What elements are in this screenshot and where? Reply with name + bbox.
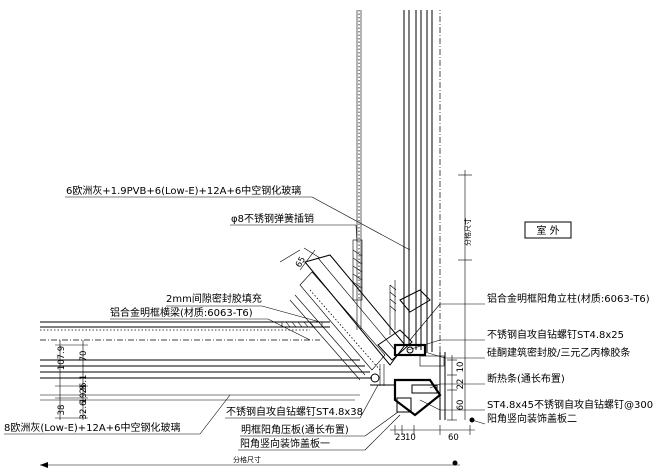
dim-10-horizontal: 10: [405, 433, 416, 443]
vertical-glass-panel: [356, 10, 433, 352]
dimension-values: 65 70 107.9 26.1 19.8 38 32.6 10 22 60 2…: [57, 255, 466, 443]
room-label: 室 外: [536, 224, 559, 237]
screw-details: [281, 321, 385, 386]
annotations: 6欧洲灰+1.9PVB+6(Low-E)+12A+6中空钢化玻璃 φ8不锈钢弹簧…: [4, 184, 653, 464]
label-screw-25: 不锈钢自攻自钻螺钉ST4.8x25: [487, 328, 624, 341]
dim-22: 22: [456, 379, 466, 390]
dim-65: 65: [294, 255, 308, 269]
horizontal-glass-panel: [40, 321, 372, 401]
label-thermal-break: 断热条(通长布置): [487, 372, 565, 385]
grid-dim-vertical: 分格尺寸: [463, 218, 472, 246]
dim-32-6: 32.6: [79, 401, 89, 420]
label-gap-seal: 2mm间隙密封胶填充: [166, 292, 262, 305]
label-cover-plate-1: 阳角竖向装饰盖板一: [240, 437, 330, 450]
grid-dim-horizontal: 分格尺寸: [233, 455, 261, 464]
dim-60-vertical: 60: [456, 400, 466, 411]
dim-107-9: 107.9: [57, 346, 67, 370]
dim-70: 70: [79, 351, 89, 362]
label-spring-pin: φ8不锈钢弹簧插销: [231, 212, 314, 225]
label-transom: 铝合金明框横梁(材质:6063-T6): [110, 306, 253, 319]
label-pressure-plate: 明框阳角压板(通长布置): [241, 423, 349, 436]
exterior-label: 室 外: [524, 221, 572, 239]
dim-26-1: 26.1: [79, 375, 89, 394]
dim-38: 38: [57, 405, 67, 416]
label-screw-38: 不锈钢自攻自钻螺钉ST4.8x38: [226, 405, 363, 418]
label-mullion: 铝合金明框阳角立柱(材质:6063-T6): [487, 292, 650, 305]
label-sealant: 硅酮建筑密封胶/三元乙丙橡胶条: [487, 346, 630, 359]
label-cover-plate-2: 阳角竖向装饰盖板二: [487, 412, 577, 425]
spring-pin-detail: [352, 239, 397, 312]
dimension-lines: [40, 10, 475, 468]
diagonal-corner-profile: [289, 254, 446, 420]
label-glass-horizontal: 8欧洲灰(Low-E)+12A+6中空钢化玻璃: [4, 421, 180, 434]
dim-19-8: 19.8: [79, 385, 89, 404]
label-glass-vertical: 6欧洲灰+1.9PVB+6(Low-E)+12A+6中空钢化玻璃: [66, 184, 301, 197]
dim-23: 23: [395, 433, 406, 443]
dim-10: 10: [456, 362, 466, 373]
leader-lines: [4, 196, 486, 451]
dim-60-horizontal: 60: [448, 433, 459, 443]
label-screw-45: ST4.8x45不锈钢自攻自钻螺钉@300: [487, 398, 653, 411]
